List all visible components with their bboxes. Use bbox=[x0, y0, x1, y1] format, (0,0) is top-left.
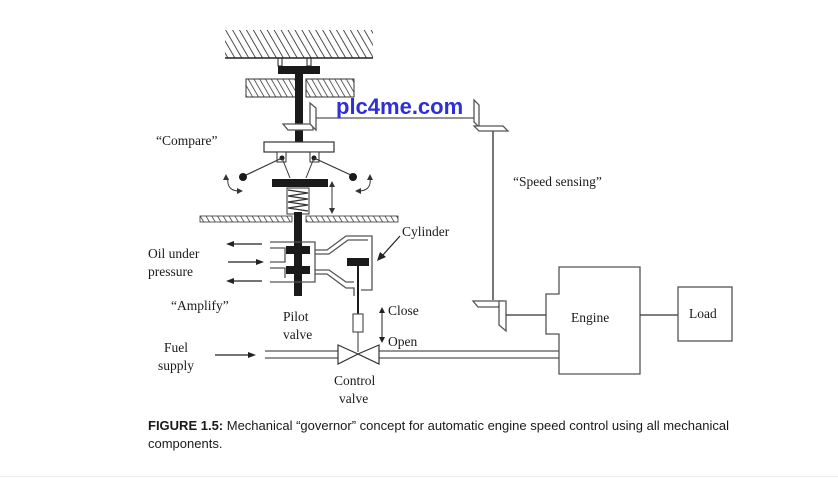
bevel-gear-upper-right bbox=[472, 98, 510, 132]
label-open: Open bbox=[388, 334, 417, 349]
label-speed-sensing: “Speed sensing” bbox=[513, 174, 602, 189]
figure-caption: FIGURE 1.5: Mechanical “governor” concep… bbox=[148, 417, 788, 453]
label-control: Control bbox=[334, 373, 376, 388]
label-pressure: pressure bbox=[148, 264, 193, 279]
label-engine: Engine bbox=[571, 310, 609, 325]
control-valve bbox=[337, 344, 380, 365]
flyweight-right bbox=[349, 173, 357, 181]
close-open-arrow bbox=[379, 307, 385, 343]
bevel-gear-lower bbox=[471, 300, 507, 333]
engine-box bbox=[545, 266, 641, 375]
label-oil-under: Oil under bbox=[148, 246, 200, 261]
label-cylinder: Cylinder bbox=[402, 224, 450, 239]
bottom-divider bbox=[0, 476, 838, 477]
label-pilot: Pilot bbox=[283, 309, 309, 324]
pilot-valve-body bbox=[270, 235, 373, 296]
label-close: Close bbox=[388, 303, 419, 318]
label-pilot-valve: valve bbox=[283, 327, 312, 342]
label-compare: “Compare” bbox=[156, 133, 217, 148]
linkage-box bbox=[352, 313, 364, 333]
caption-text: Mechanical “governor” concept for automa… bbox=[148, 418, 729, 451]
flyweight-assembly bbox=[223, 141, 373, 215]
fuel-pipe bbox=[265, 350, 559, 359]
fuel-arrow-icon bbox=[248, 352, 256, 358]
top-frame bbox=[225, 30, 373, 59]
bevel-gear-upper-left bbox=[281, 101, 317, 132]
label-supply: supply bbox=[158, 358, 194, 373]
governor-shaft bbox=[295, 66, 303, 142]
cylinder-arrow-icon bbox=[377, 252, 386, 261]
load-box bbox=[677, 286, 733, 342]
label-fuel: Fuel bbox=[164, 340, 188, 355]
label-control-valve: valve bbox=[339, 391, 368, 406]
flyweight-left bbox=[239, 173, 247, 181]
oil-arrows bbox=[226, 241, 264, 284]
caption-label: FIGURE 1.5: bbox=[148, 418, 224, 433]
watermark: plc4me.com bbox=[336, 94, 463, 119]
cylinder-piston bbox=[347, 258, 369, 266]
label-load: Load bbox=[689, 306, 717, 321]
hatched-plate bbox=[199, 215, 399, 223]
label-amplify: “Amplify” bbox=[171, 298, 229, 313]
